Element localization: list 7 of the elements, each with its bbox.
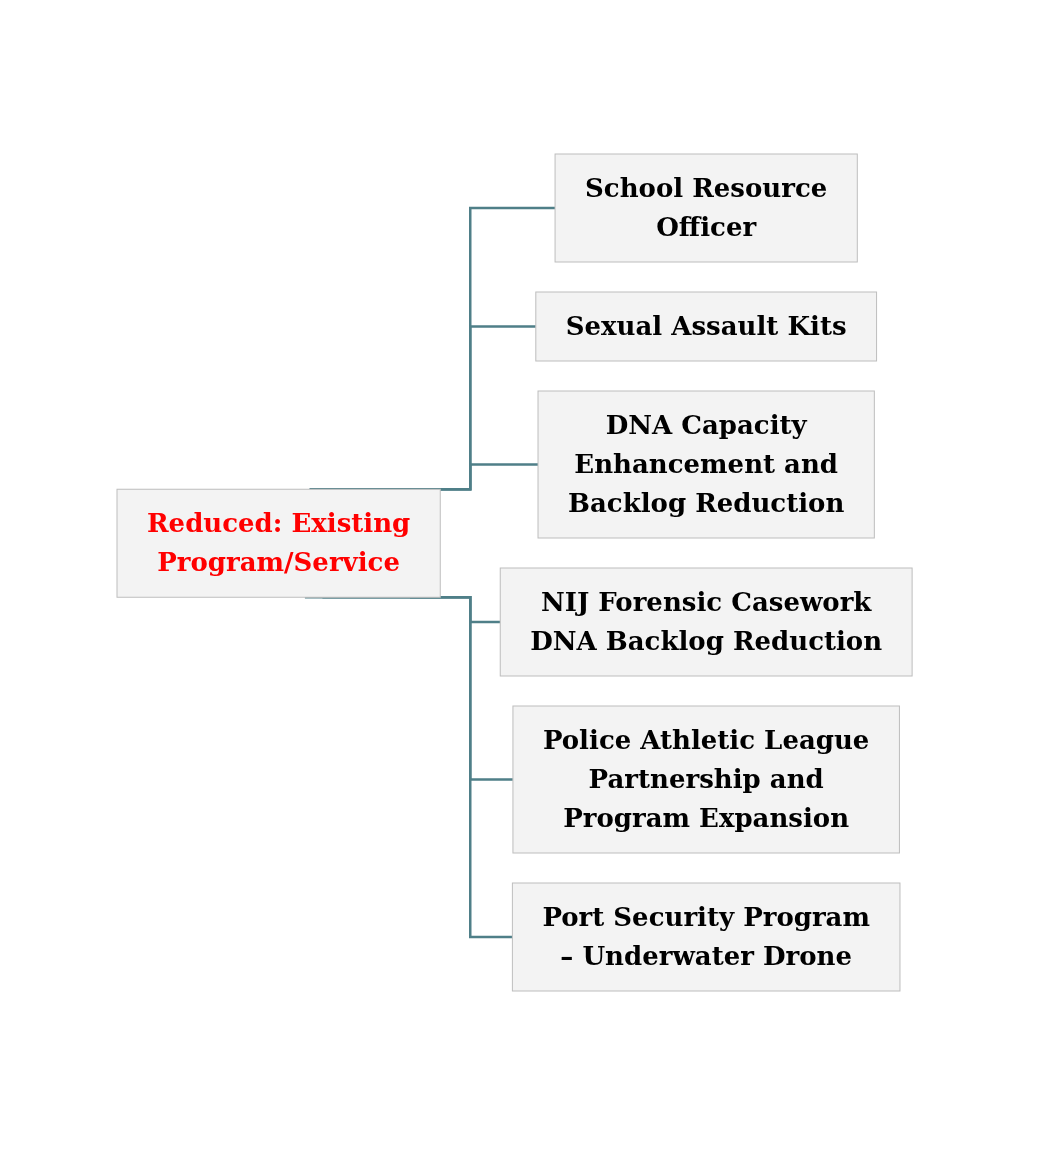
node-box: DNA Capacity Enhancement and Backlog Reduction [537,390,876,539]
node-box: Police Athletic League Partnership and Program Expansion [512,705,901,854]
node-box: Reduced: Existing Program/Service [116,488,442,598]
node-box: NIJ Forensic Casework DNA Backlog Reduction [500,567,914,677]
node-box: School Resource Officer [555,153,859,263]
node-box: Sexual Assault Kits [535,291,878,362]
node-box: Port Security Program – Underwater Drone [512,882,901,992]
